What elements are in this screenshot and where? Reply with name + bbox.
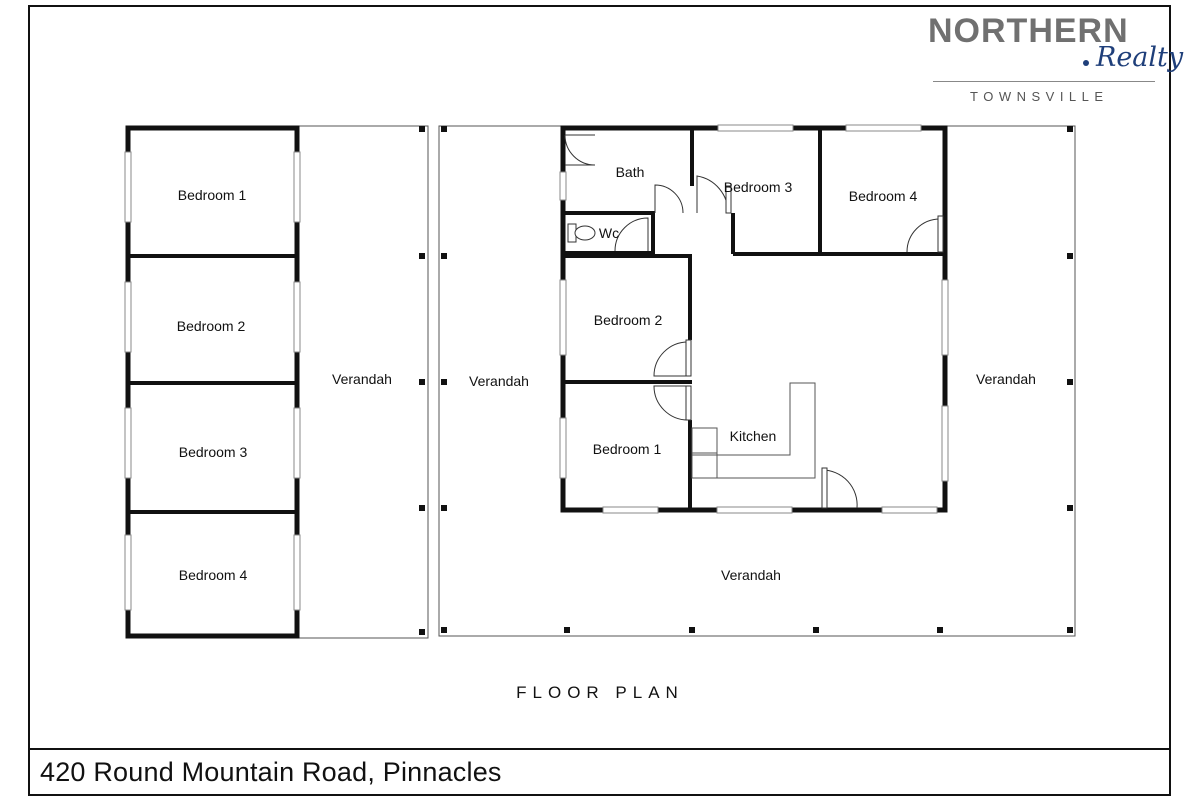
property-address: 420 Round Mountain Road, Pinnacles [40,757,502,787]
main-bedroom-4-label: Bedroom 4 [849,188,918,204]
logo-subtitle: TOWNSVILLE [970,89,1109,104]
bath-label: Bath [616,164,645,180]
door-leaves [685,185,944,509]
main-verandah-right-label: Verandah [976,371,1036,387]
main-bedroom-2-label: Bedroom 2 [594,312,663,328]
main-bedroom-3-label: Bedroom 3 [724,179,793,195]
main-verandah-posts [441,126,1073,633]
main-verandah-bottom-label: Verandah [721,567,781,583]
logo-divider [933,81,1155,82]
wc-label: Wc [599,225,619,241]
footer-divider [28,748,1171,750]
annex-bedroom-2-label: Bedroom 2 [177,318,246,334]
annex-building: Bedroom 1 Bedroom 2 Bedroom 3 Bedroom 4 … [124,125,429,639]
brand-logo: NORTHERN Realty TOWNSVILLE [920,12,1183,112]
main-interior-walls [563,128,945,510]
door-swings [564,134,941,509]
annex-windows [124,151,301,611]
floor-plan-caption: FLOOR PLAN [516,683,684,702]
annex-verandah-posts [419,126,425,635]
logo-wordmark: NORTHERN [928,12,1129,50]
kitchen-label: Kitchen [730,428,777,444]
annex-bedroom-1-label: Bedroom 1 [178,187,247,203]
page-frame [28,5,1171,796]
annex-bedroom-3-label: Bedroom 3 [179,444,248,460]
kitchen-bench [691,382,816,479]
main-verandah-left-label: Verandah [469,373,529,389]
logo-script: Realty [1096,42,1184,73]
main-house: Bath Wc Bedroom 3 Bedroom 4 Bedroom 2 Be… [438,124,1076,637]
logo-dot-icon [1083,60,1089,66]
annex-bedroom-4-label: Bedroom 4 [179,567,248,583]
annex-verandah-label: Verandah [332,371,392,387]
main-windows [559,124,949,514]
toilet-icon [567,223,596,243]
main-bedroom-1-label: Bedroom 1 [593,441,662,457]
